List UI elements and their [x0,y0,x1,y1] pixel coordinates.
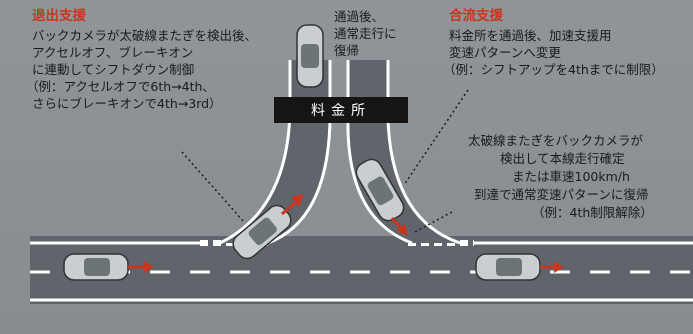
exit-assist-line-4: （例：アクセルオフで6th→4th、 [26,79,215,94]
return-note-line-4: 到達で通常変速パターンに復帰 [474,187,649,202]
car-merging [355,158,405,222]
after-pass-line-2: 通常走行に [334,26,397,41]
merge-assist-line-1: 料金所を通過後、加速支援用 [449,28,612,43]
merge-ramp [348,60,460,243]
merge-assist-line-2: 変速パターンへ変更 [449,45,561,60]
return-note-line-5: （例：4th制限解除） [532,205,653,220]
arrow-down-right-icon [390,216,408,236]
main-road [30,236,693,304]
arrow-right-icon [128,261,154,273]
exit-assist-line-3: に連動してシフトダウン制御 [32,62,195,77]
car-main-right [475,253,541,281]
arrow-up-right-icon [281,194,304,216]
toll-booth [274,97,408,123]
merge-assist-line-3: （例：シフトアップを4thまでに制限） [443,62,664,77]
exit-assist-title: 退出支援 [32,8,86,24]
merge-ramp-edge-outer [386,60,461,245]
arrow-right-icon [540,261,564,273]
exit-assist-line-5: さらにブレーキオンで4th→3rd） [32,96,222,111]
after-pass-line-1: 通過後、 [334,9,385,24]
exit-assist-line-2: アクセルオフ、ブレーキオン [32,45,194,60]
exit-ramp-edge-inner [267,60,332,245]
exit-leader-line [181,151,245,223]
car-main-left [63,253,129,281]
toll-booth-label: 料金所 [311,103,371,119]
merge-assist-title: 合流支援 [449,8,503,24]
return-leader-line [414,211,453,233]
merge-ramp-edge-inner [346,60,413,245]
car-after-pass [296,24,324,88]
return-note-line-2: 検出して本線走行確定 [500,151,625,166]
return-note-line-3: または車速100km/h [512,169,630,184]
exit-assist-line-1: バックカメラが太破線またぎを検出後、 [32,28,258,43]
return-note-line-1: 太破線またぎをバックカメラが [468,133,644,148]
after-pass-line-3: 復帰 [334,43,360,58]
merge-leader-line [403,89,469,186]
